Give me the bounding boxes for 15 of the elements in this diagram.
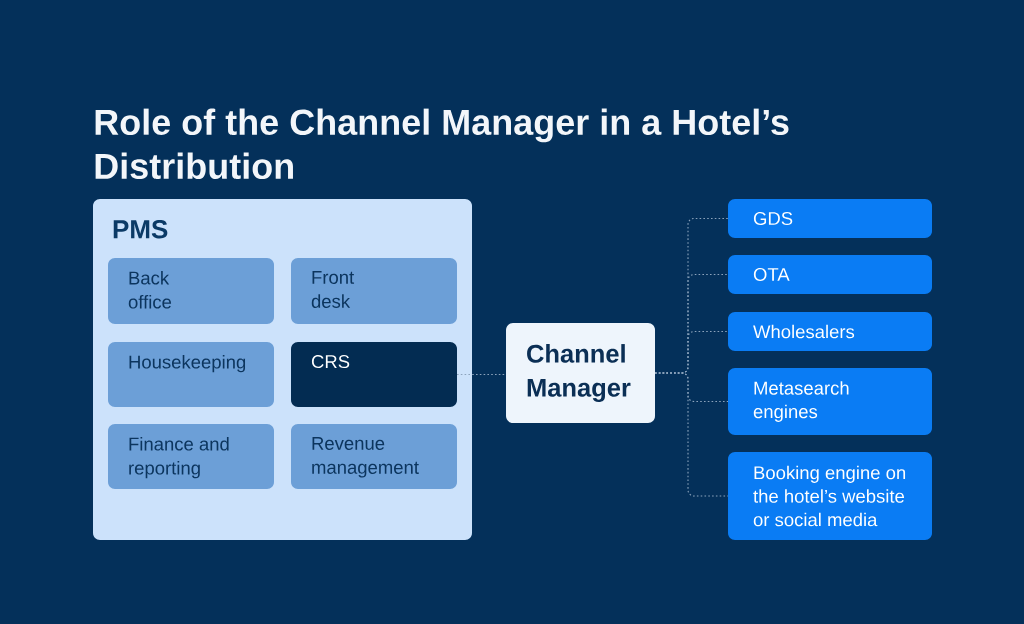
channel-box: Wholesalers (728, 312, 932, 351)
module-box: Housekeeping (108, 342, 274, 407)
channel-box: GDS (728, 199, 932, 238)
hub-box: Channel Manager (506, 323, 655, 423)
dotted-connector (654, 372, 729, 497)
module-box: CRS (291, 342, 457, 407)
channel-box: OTA (728, 255, 932, 294)
module-box: Back office (108, 258, 274, 324)
module-box: Finance and reporting (108, 424, 274, 489)
module-box: Revenue management (291, 424, 457, 489)
module-box: Front desk (291, 258, 457, 324)
title: Role of the Channel Manager in a Hotel’s Distribution (95, 108, 789, 180)
channel-box: Booking engine on the hotel’s website or social media (728, 452, 932, 540)
dotted-connector (456, 373, 507, 376)
channel-box: Metasearch engines (728, 368, 932, 435)
